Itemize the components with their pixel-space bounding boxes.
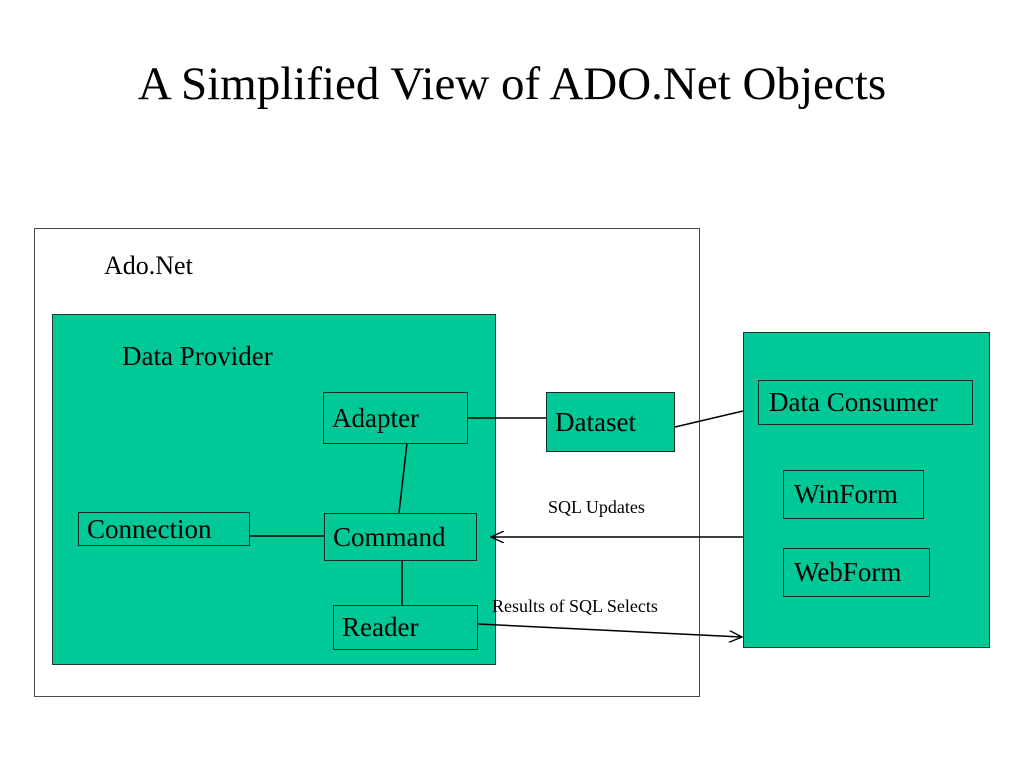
node-dataset[interactable]: Dataset <box>546 392 675 452</box>
node-connection[interactable]: Connection <box>78 512 250 546</box>
node-adapter[interactable]: Adapter <box>323 392 468 444</box>
node-command[interactable]: Command <box>324 513 477 561</box>
edge-label-sql-selects: Results of SQL Selects <box>492 596 658 616</box>
edge-label-sql-updates: SQL Updates <box>548 497 645 517</box>
node-webform[interactable]: WebForm <box>783 548 930 597</box>
page-title: A Simplified View of ADO.Net Objects <box>137 58 887 110</box>
ado-net-label: Ado.Net <box>104 251 193 280</box>
node-winform[interactable]: WinForm <box>783 470 924 519</box>
node-reader[interactable]: Reader <box>333 605 478 650</box>
node-data-consumer[interactable]: Data Consumer <box>758 380 973 425</box>
data-provider-label: Data Provider <box>122 341 273 371</box>
